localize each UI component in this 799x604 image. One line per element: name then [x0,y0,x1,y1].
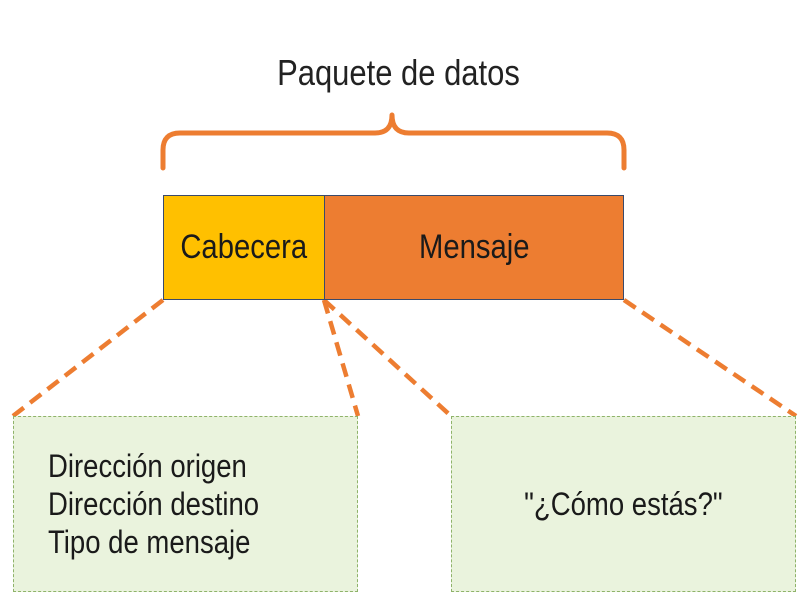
message-box: Mensaje [324,195,624,300]
connector-message-right [622,298,798,418]
diagram-title: Paquete de datos [277,52,520,93]
connector-header-left [11,298,165,418]
message-label: Mensaje [418,228,530,266]
header-field-origin: Dirección origen [48,448,247,484]
packet-brace [160,112,627,171]
header-detail-box: Dirección origen Dirección destino Tipo … [13,416,358,592]
connector-message-left [322,298,453,418]
message-detail-box: "¿Cómo estás?" [451,416,796,592]
message-example: "¿Cómo estás?" [524,485,723,522]
header-field-destination: Dirección destino [48,486,260,522]
connector-header-right [321,299,361,417]
header-box: Cabecera [163,195,324,300]
header-field-type: Tipo de mensaje [48,524,251,560]
header-fields-list: Dirección origen Dirección destino Tipo … [48,447,293,561]
header-label: Cabecera [180,228,308,266]
